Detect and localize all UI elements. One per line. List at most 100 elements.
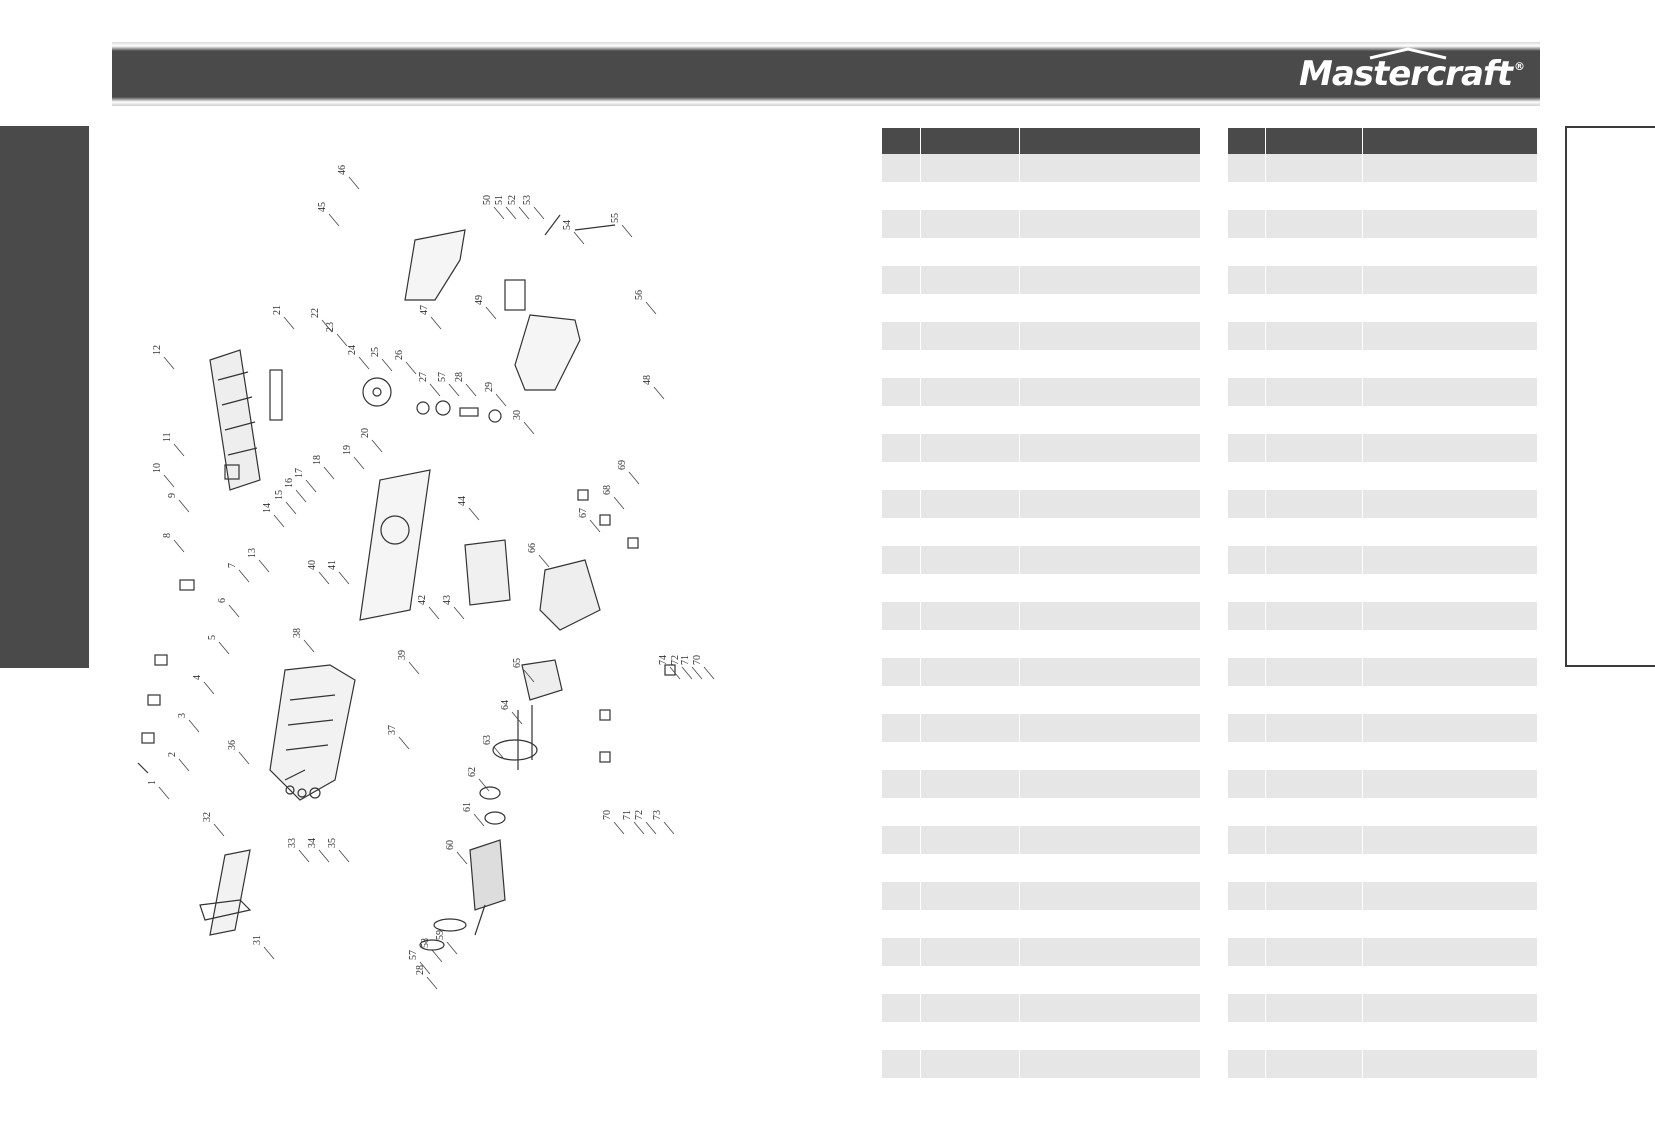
callout-label: 5: [207, 635, 218, 640]
leader-line: [338, 571, 350, 585]
table-row: [882, 574, 1200, 602]
table-row: [882, 658, 1200, 686]
cell-no: [882, 462, 920, 490]
table-row: [882, 1050, 1200, 1078]
cell-no: [882, 630, 920, 658]
callout-label: 42: [417, 595, 428, 605]
callout-label: 32: [202, 812, 213, 822]
cell-no: [882, 322, 920, 350]
cell-no: [1228, 938, 1265, 966]
cell-description: [1018, 518, 1200, 546]
cell-no: [882, 994, 920, 1022]
leader-line: [533, 206, 545, 220]
cell-no: [1228, 1022, 1265, 1050]
table-row: [1228, 938, 1537, 966]
callout-label: 68: [602, 485, 613, 495]
table-row: [1228, 910, 1537, 938]
callout-label: 15: [274, 490, 285, 500]
callout-label: 61: [462, 802, 473, 812]
cell-part: [919, 714, 1019, 742]
cell-part: [1264, 658, 1362, 686]
leader-line: [621, 224, 633, 238]
cell-no: [1228, 294, 1265, 322]
callout-label: 73: [652, 810, 663, 820]
leader-line: [456, 851, 468, 865]
cell-no: [1228, 490, 1265, 518]
leader-line: [273, 514, 285, 528]
callout-label: 23: [325, 322, 336, 332]
callout-label: 13: [247, 548, 258, 558]
cell-part: [1264, 546, 1362, 574]
callout-label: 70: [602, 810, 613, 820]
table-row: [1228, 742, 1537, 770]
cell-no: [882, 294, 920, 322]
table-row: [1228, 658, 1537, 686]
table-row: [1228, 518, 1537, 546]
cell-part: [919, 602, 1019, 630]
table-row: [882, 322, 1200, 350]
leader-line: [473, 813, 485, 827]
leader-line: [188, 719, 200, 733]
cell-part: [919, 742, 1019, 770]
table-row: [1228, 714, 1537, 742]
cell-no: [882, 378, 920, 406]
cell-description: [1361, 938, 1537, 966]
cell-no: [882, 714, 920, 742]
callout-label: 31: [252, 935, 263, 945]
leader-line: [318, 849, 330, 863]
leader-line: [645, 301, 657, 315]
cell-part: [919, 238, 1019, 266]
callout-label: 12: [152, 345, 163, 355]
brand-trademark: ®: [1514, 60, 1525, 73]
callout-label: 71: [680, 655, 691, 665]
cell-description: [1018, 938, 1200, 966]
leader-line: [613, 496, 625, 510]
cell-part: [1264, 462, 1362, 490]
leader-line: [203, 681, 215, 695]
cell-no: [882, 1050, 920, 1078]
table-row: [882, 462, 1200, 490]
table-row: [882, 882, 1200, 910]
cell-description: [1361, 742, 1537, 770]
table-row: [1228, 882, 1537, 910]
leader-line: [238, 569, 250, 583]
leader-line: [419, 961, 431, 975]
table-row: [1228, 406, 1537, 434]
callout-label: 22: [310, 308, 321, 318]
leader-line: [628, 471, 640, 485]
table-row: [882, 182, 1200, 210]
cell-part: [1264, 826, 1362, 854]
leader-line: [218, 641, 230, 655]
cell-part: [919, 882, 1019, 910]
table-row: [1228, 350, 1537, 378]
brand-chevron-icon: [1369, 47, 1447, 60]
table-row: [882, 966, 1200, 994]
cell-no: [1228, 686, 1265, 714]
table-row: [1228, 266, 1537, 294]
cell-part: [919, 350, 1019, 378]
table-row: [1228, 966, 1537, 994]
cell-part: [919, 266, 1019, 294]
leader-line: [645, 821, 657, 835]
callout-label: 49: [474, 295, 485, 305]
cell-description: [1018, 322, 1200, 350]
table-row: [882, 602, 1200, 630]
leader-line: [691, 666, 703, 680]
table-row: [1228, 546, 1537, 574]
cell-no: [1228, 574, 1265, 602]
cell-part: [919, 434, 1019, 462]
cell-part: [919, 938, 1019, 966]
leader-line: [158, 786, 170, 800]
cell-description: [1361, 490, 1537, 518]
leader-line: [478, 778, 490, 792]
callout-label: 53: [522, 195, 533, 205]
table-row: [882, 910, 1200, 938]
cell-part: [1264, 798, 1362, 826]
leader-line: [663, 821, 675, 835]
callout-label: 43: [442, 595, 453, 605]
cell-part: [1264, 490, 1362, 518]
callout-label: 55: [610, 213, 621, 223]
cell-no: [1228, 602, 1265, 630]
col-header-no: [1228, 128, 1265, 154]
cell-part: [1264, 910, 1362, 938]
